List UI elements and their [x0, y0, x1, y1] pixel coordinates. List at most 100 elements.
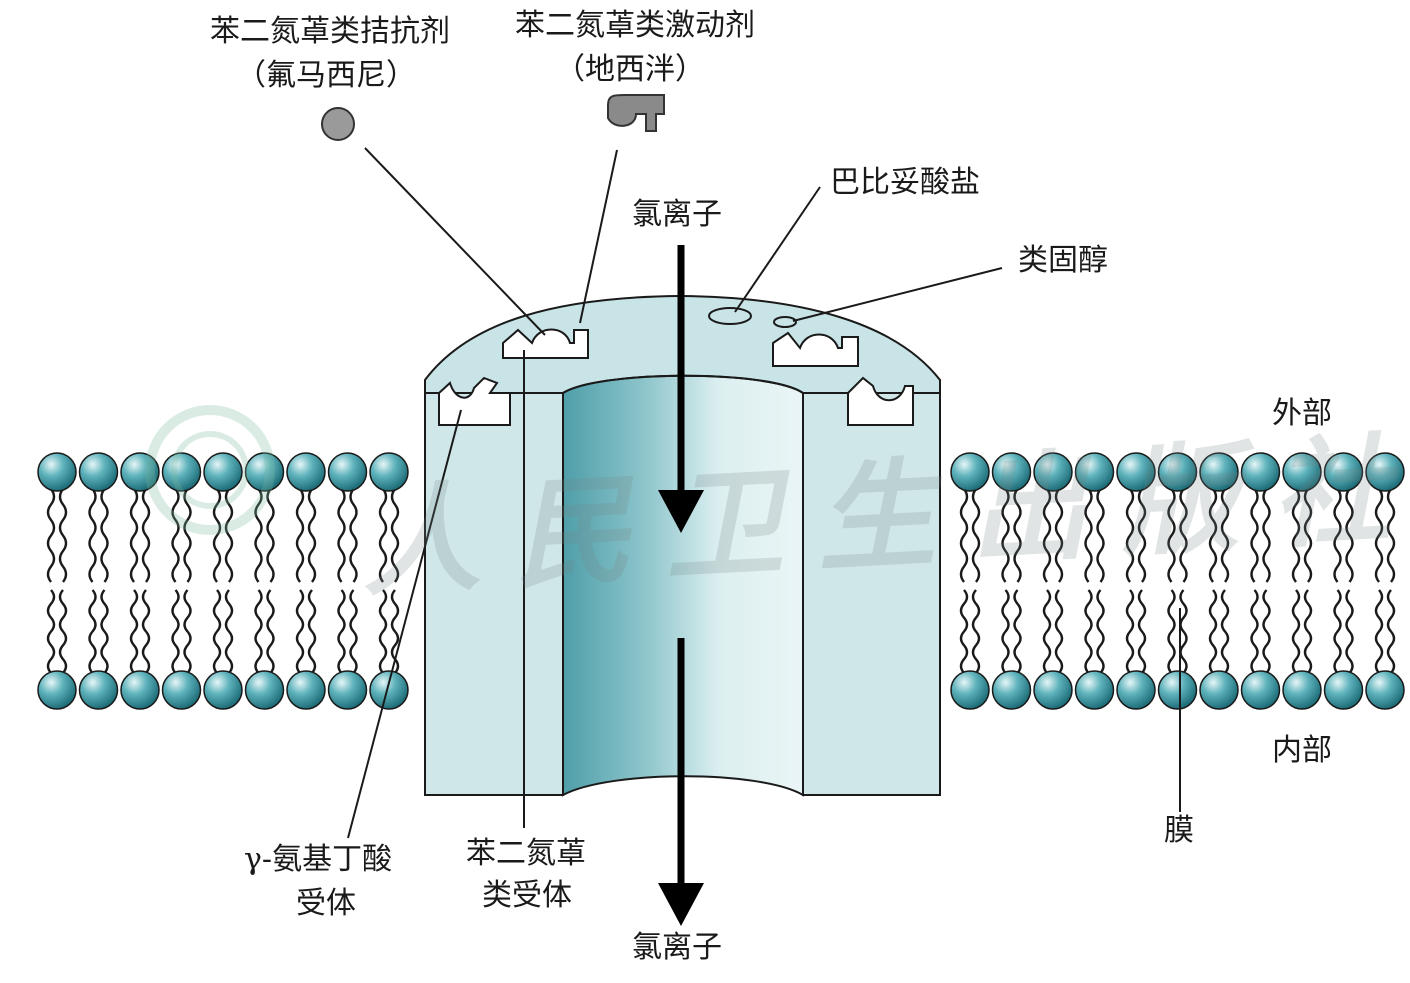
- lipid-tail: [58, 589, 68, 674]
- lipid-tail: [100, 488, 109, 583]
- lipid-tail: [1220, 589, 1230, 674]
- lipid-tail: [1054, 589, 1064, 674]
- lipid-tail: [959, 488, 969, 583]
- lipid-tail: [1374, 589, 1384, 674]
- arrow-down-icon-2: [658, 883, 704, 926]
- lipid-tail: [171, 488, 180, 583]
- lipid-tails: [46, 488, 1396, 674]
- lipid-head: [950, 670, 990, 710]
- lipid-head: [1282, 452, 1322, 492]
- steroid-site: [773, 316, 797, 328]
- lipid-tail: [58, 488, 68, 583]
- lipid-tail: [349, 589, 358, 674]
- arrow-down-icon: [658, 490, 704, 533]
- lipid-head: [1116, 452, 1156, 492]
- lipid-tail: [1333, 488, 1342, 583]
- lipid-head: [991, 452, 1032, 492]
- lipid-head: [78, 670, 119, 710]
- bzd-receptor-label-2: 类受体: [482, 878, 572, 913]
- lipid-tail: [1374, 488, 1384, 583]
- lipid-tail: [224, 589, 234, 674]
- lipid-tail: [1303, 589, 1313, 674]
- lipid-tail: [1096, 589, 1105, 674]
- lipid-tail: [183, 589, 192, 674]
- membrane-label: 膜: [1164, 813, 1194, 848]
- lipid-tail: [1208, 589, 1218, 674]
- watermark-logo: [145, 405, 275, 535]
- lipid-tail: [1001, 488, 1010, 583]
- channel-right-wall: [802, 392, 941, 796]
- lipid-head: [1074, 452, 1115, 492]
- chloride-flow-arrows: [658, 245, 704, 926]
- lipid-head: [950, 452, 990, 492]
- lipid-tail: [1345, 488, 1354, 583]
- barbiturate-site: [708, 307, 752, 325]
- leader-lines: [347, 147, 1181, 839]
- channel-left-wall: [424, 392, 564, 796]
- lipid-tail: [1386, 488, 1396, 583]
- bzd-binding-site: [502, 328, 589, 359]
- lipid-head: [286, 452, 326, 492]
- lipid-tail: [307, 488, 317, 583]
- lipid-head: [1033, 670, 1073, 710]
- lipid-tail: [1291, 488, 1301, 583]
- lipid-head: [244, 670, 285, 710]
- lipid-tail: [1262, 589, 1271, 674]
- lipid-tail: [1333, 589, 1342, 674]
- lipid-head: [37, 452, 77, 492]
- lipid-tail: [1137, 488, 1147, 583]
- lipid-tail: [1013, 488, 1022, 583]
- lipid-head: [1199, 452, 1239, 492]
- lipid-tail: [349, 488, 358, 583]
- lipid-tail: [141, 589, 151, 674]
- lipid-head: [161, 670, 202, 710]
- lipid-head: [286, 670, 326, 710]
- agonist-label: 苯二氮䓬类激动剂: [515, 8, 755, 43]
- lipid-head: [120, 452, 160, 492]
- lipid-tail: [266, 589, 275, 674]
- lipid-tail: [1054, 488, 1064, 583]
- lipid-tail: [1179, 488, 1188, 583]
- lipid-tail: [1345, 589, 1354, 674]
- lipid-tail: [1250, 589, 1259, 674]
- lipid-tail: [88, 488, 97, 583]
- lipid-head: [369, 452, 409, 492]
- lipid-tail: [266, 488, 275, 583]
- gaba-binding-site-2: [847, 376, 914, 426]
- lipid-tail: [1125, 488, 1135, 583]
- lipid-tail: [295, 589, 305, 674]
- lipid-tail: [971, 488, 981, 583]
- chloride-channel: [424, 294, 941, 797]
- lipid-head: [1199, 670, 1239, 710]
- lipid-tail: [212, 488, 222, 583]
- lipid-head: [244, 452, 285, 492]
- steroid-label: 类固醇: [1018, 243, 1108, 278]
- lipid-head: [203, 670, 243, 710]
- lipid-tail: [1084, 488, 1093, 583]
- lipid-head: [37, 670, 77, 710]
- lipid-head: [1240, 670, 1281, 710]
- antagonist-label: 苯二氮䓬类拮抗剂: [210, 14, 450, 49]
- lipid-head: [1365, 670, 1405, 710]
- lipid-head: [327, 670, 368, 710]
- bzd-binding-site-2: [772, 331, 859, 367]
- lipid-head: [1365, 452, 1405, 492]
- outside-label: 外部: [1272, 396, 1332, 431]
- lipid-tail: [129, 589, 139, 674]
- lipid-tail: [1013, 589, 1022, 674]
- lipid-tail: [1042, 589, 1052, 674]
- lipid-head: [161, 452, 202, 492]
- lipid-tail: [307, 589, 317, 674]
- lipid-tail: [1386, 589, 1396, 674]
- lipid-tail: [100, 589, 109, 674]
- lipid-tail: [88, 589, 97, 674]
- lipid-head: [1157, 670, 1198, 710]
- lipid-heads: [37, 452, 1405, 710]
- chloride-ion-bottom-label: 氯离子: [632, 930, 722, 965]
- lipid-head: [1323, 452, 1364, 492]
- lipid-head: [78, 452, 119, 492]
- lipid-tail: [171, 589, 180, 674]
- agonist-example: （地西泮）: [555, 52, 705, 87]
- lipid-tail: [1137, 589, 1147, 674]
